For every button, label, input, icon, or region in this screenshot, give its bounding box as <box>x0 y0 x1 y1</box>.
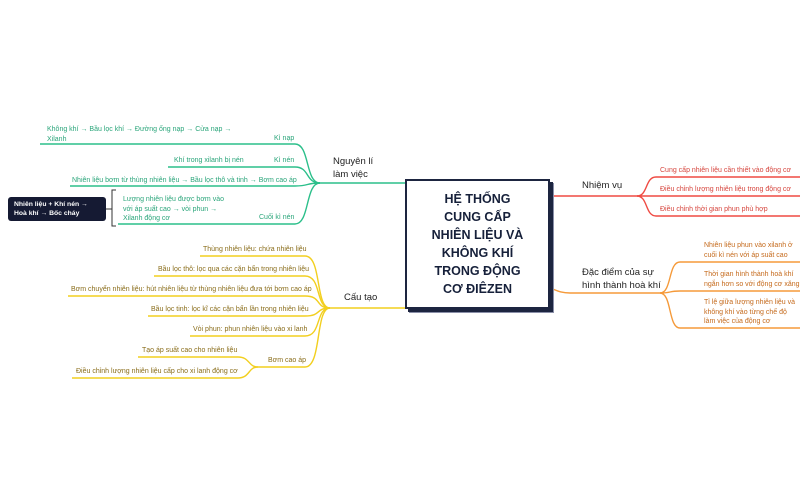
dac-diem-item[interactable]: Thời gian hình thành hoà khí ngắn hơn so… <box>704 270 800 289</box>
item-line: Tỉ lệ giữa lượng nhiên liệu và <box>704 299 796 306</box>
central-title-line: HỆ THỐNG <box>444 192 511 206</box>
cuoi-ky-nen-detail[interactable]: Lượng nhiên liệu được bơm vào với áp suấ… <box>123 195 224 224</box>
item-line: không khí vào từng chế độ <box>704 308 787 316</box>
cau-tao-item[interactable]: Bơm chuyển nhiên liệu: hút nhiên liệu từ… <box>71 286 312 293</box>
ky-nap-label[interactable]: Kì nạp <box>274 135 295 142</box>
dac-diem-item[interactable]: Tỉ lệ giữa lượng nhiên liệu và không khí… <box>704 298 795 327</box>
branch-label-line: làm việc <box>333 169 368 180</box>
item-line: Nhiên liệu phun vào xilanh ở <box>704 242 793 249</box>
branch-nguyen-li-lam-viec[interactable]: Nguyên lí làm việc <box>333 155 373 181</box>
detail-line: Không khí → Bầu lọc khí → Đường ống nạp … <box>47 126 232 133</box>
detail-line: Xilanh động cơ <box>123 215 171 222</box>
branch-dac-diem[interactable]: Đặc điểm của sự hình thành hoà khí <box>582 266 661 292</box>
item-line: cuối kì nén với áp suất cao <box>704 251 788 259</box>
detail-line: Xilanh <box>47 135 67 143</box>
note-line: Hoà khí → Bốc cháy <box>14 210 80 217</box>
branch-label-line: Nguyên lí <box>333 156 374 167</box>
nhien-lieu-bom-detail[interactable]: Nhiên liệu bơm từ thùng nhiên liệu → Bầu… <box>72 177 297 184</box>
cau-tao-item[interactable]: Bầu lọc thô: lọc qua các cặn bẩn trong n… <box>158 266 309 273</box>
cau-tao-item[interactable]: Thùng nhiên liệu: chứa nhiên liệu <box>203 246 307 253</box>
detail-line: với áp suất cao → vòi phun → <box>123 205 218 213</box>
central-title-line: CƠ ĐIÊZEN <box>442 282 512 296</box>
ky-nen-detail[interactable]: Khí trong xilanh bị nén <box>174 157 244 164</box>
branch-label-line: hình thành hoà khí <box>582 280 661 291</box>
central-title-line: KHÔNG KHÍ <box>441 246 514 260</box>
branch-nhiem-vu[interactable]: Nhiệm vụ <box>582 180 623 191</box>
combustion-note[interactable]: Nhiên liệu + Khí nén → Hoà khí → Bốc chá… <box>8 197 106 221</box>
dac-diem-item[interactable]: Nhiên liệu phun vào xilanh ở cuối kì nén… <box>704 241 793 260</box>
note-line: Nhiên liệu + Khí nén → <box>14 201 88 208</box>
ky-nen-label[interactable]: Kì nén <box>274 157 295 164</box>
item-line: ngắn hơn so với động cơ xăng <box>704 280 800 288</box>
bom-cao-ap-subitem[interactable]: Điều chỉnh lượng nhiên liệu cấp cho xi l… <box>76 368 238 375</box>
nhiem-vu-item[interactable]: Điều chỉnh lượng nhiên liệu trong động c… <box>660 186 792 193</box>
branch-label-line: Đặc điểm của sự <box>582 267 654 278</box>
central-topic[interactable]: HỆ THỐNG CUNG CẤP NHIÊN LIỆU VÀ KHÔNG KH… <box>405 179 550 309</box>
central-title-line: TRONG ĐỘNG <box>434 264 521 278</box>
item-line: làm việc của động cơ <box>704 318 771 325</box>
nhiem-vu-item[interactable]: Điều chỉnh thời gian phun phù hợp <box>660 206 768 213</box>
ky-nap-detail[interactable]: Không khí → Bầu lọc khí → Đường ống nạp … <box>47 125 231 144</box>
nhiem-vu-item[interactable]: Cung cấp nhiên liệu cần thiết vào động c… <box>660 167 792 174</box>
branch-cau-tao[interactable]: Cấu tạo <box>344 292 378 303</box>
central-title-line: CUNG CẤP <box>444 210 511 224</box>
detail-line: Lượng nhiên liệu được bơm vào <box>123 196 224 203</box>
cau-tao-item-bom-cao-ap[interactable]: Bơm cao áp <box>268 357 307 364</box>
central-title-line: NHIÊN LIỆU VÀ <box>431 228 524 242</box>
cuoi-ky-nen-label[interactable]: Cuối kì nén <box>259 214 295 221</box>
cau-tao-item[interactable]: Bầu lọc tinh: lọc kĩ các cặn bẩn lần tro… <box>151 306 309 313</box>
cau-tao-item[interactable]: Vòi phun: phun nhiên liệu vào xi lanh <box>193 326 308 333</box>
bom-cao-ap-subitem[interactable]: Tạo áp suất cao cho nhiên liệu <box>142 347 238 354</box>
item-line: Thời gian hình thành hoà khí <box>704 271 794 278</box>
